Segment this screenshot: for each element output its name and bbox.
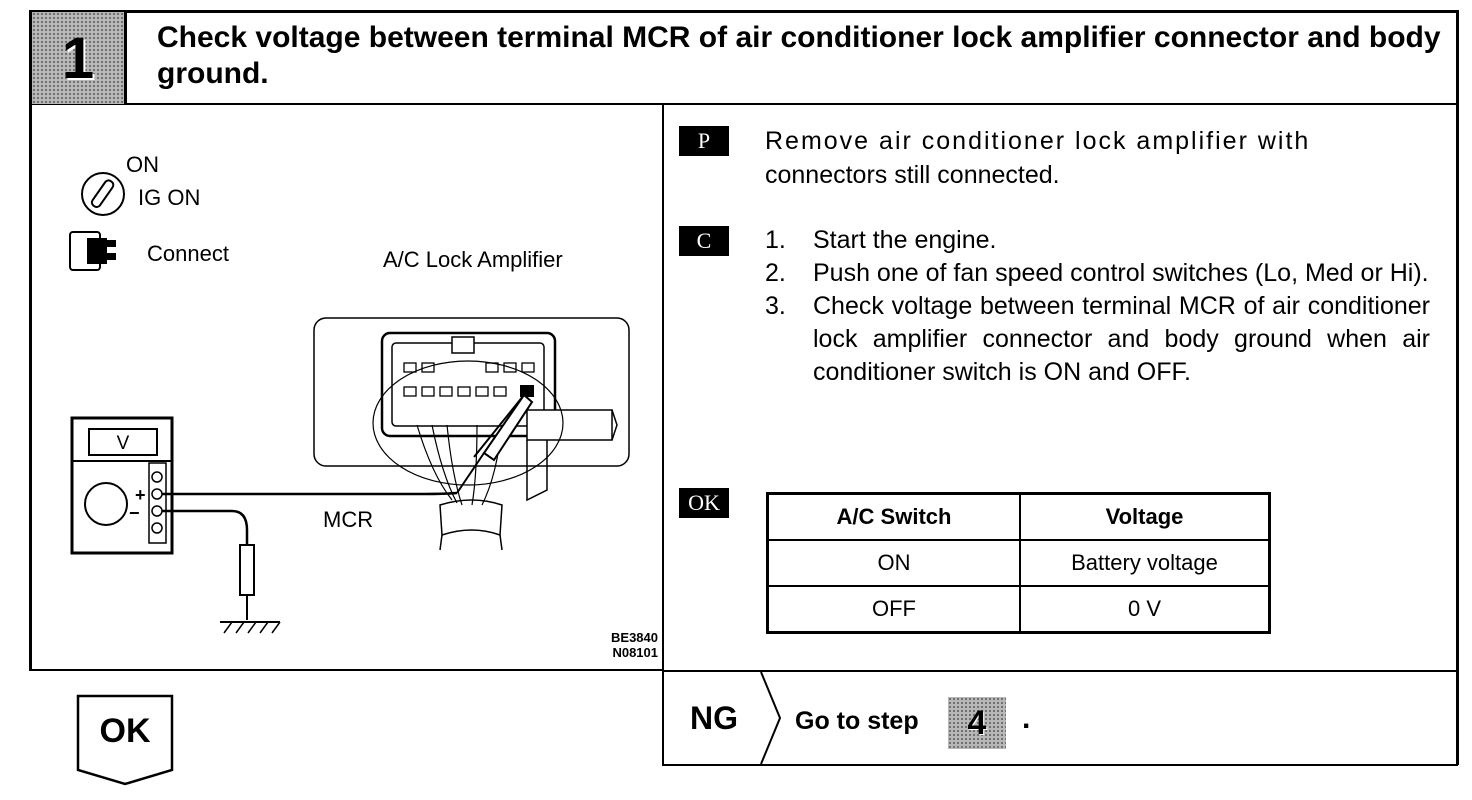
check-step: 2. Push one of fan speed control switche…	[765, 257, 1430, 290]
terminal-label: MCR	[323, 507, 374, 532]
wiring-illustration: V + −	[69, 172, 630, 634]
voltmeter: V + −	[70, 416, 174, 555]
figure-code-1: BE3840	[611, 630, 658, 645]
table-cell: ON	[766, 539, 1021, 587]
ground-symbol	[220, 621, 281, 634]
step-number: 1	[61, 25, 95, 91]
amplifier-body	[313, 317, 630, 551]
ok-label: OK	[99, 712, 151, 750]
goto-text: Go to step	[795, 707, 919, 735]
table-row: ON Battery voltage	[766, 539, 1271, 587]
voltage-table: A/C Switch Voltage ON Battery voltage OF…	[766, 492, 1271, 634]
c-badge: C	[679, 226, 729, 256]
check-step-text: Check voltage between terminal MCR of ai…	[813, 292, 1430, 386]
goto-period: .	[1022, 702, 1031, 735]
frame-right	[1456, 10, 1459, 765]
meter-unit: V	[117, 433, 130, 454]
result-bottom	[662, 764, 1458, 766]
connect-label: Connect	[147, 241, 229, 266]
table-cell: 0 V	[1019, 585, 1271, 634]
step-number-box: 1	[32, 12, 127, 104]
amplifier-label: A/C Lock Amplifier	[383, 247, 563, 272]
prepare-line-2: connectors still connected.	[765, 161, 1060, 189]
column-divider	[662, 104, 664, 766]
step-title: Check voltage between terminal MCR of ai…	[157, 21, 1441, 90]
check-step-number: 3.	[765, 292, 786, 320]
table-cell: OFF	[766, 585, 1021, 634]
ok-badge: OK	[679, 488, 729, 518]
check-step: 1. Start the engine.	[765, 224, 1430, 257]
illustration-bottom	[30, 669, 664, 671]
figure-code-2: N08101	[612, 645, 658, 660]
frame-left	[29, 10, 32, 671]
table-cell: Battery voltage	[1019, 539, 1271, 587]
ignition-label: IG ON	[138, 185, 201, 210]
table-header-row: A/C Switch Voltage	[766, 492, 1271, 541]
goto-step-box: 4	[948, 697, 1006, 749]
instructions-bottom	[662, 670, 1458, 672]
check-step-text: Start the engine.	[813, 226, 997, 254]
table-row: OFF 0 V	[766, 585, 1271, 634]
header-divider	[30, 103, 1459, 105]
meter-leads	[162, 491, 458, 620]
connector-icon	[69, 231, 116, 271]
check-steps: 1. Start the engine. 2. Push one of fan …	[765, 224, 1430, 389]
table-header: A/C Switch	[766, 492, 1021, 541]
ng-label: NG	[690, 700, 738, 736]
prepare-instruction: Remove air conditioner lock amplifier wi…	[765, 124, 1430, 192]
ignition-key-icon	[81, 172, 125, 216]
ng-chevron	[760, 672, 782, 764]
check-step-text: Push one of fan speed control switches (…	[813, 259, 1429, 287]
check-step-number: 1.	[765, 226, 786, 254]
meter-minus: −	[129, 503, 140, 523]
frame-top	[30, 10, 1459, 13]
table-header: Voltage	[1019, 492, 1271, 541]
ok-arrow-box	[76, 694, 174, 786]
p-badge: P	[679, 126, 729, 156]
meter-plus: +	[135, 485, 146, 505]
ignition-on-label: ON	[126, 152, 159, 177]
check-step: 3. Check voltage between terminal MCR of…	[765, 290, 1430, 389]
check-step-number: 2.	[765, 259, 786, 287]
prepare-line-1: Remove air conditioner lock amplifier wi…	[765, 127, 1311, 155]
